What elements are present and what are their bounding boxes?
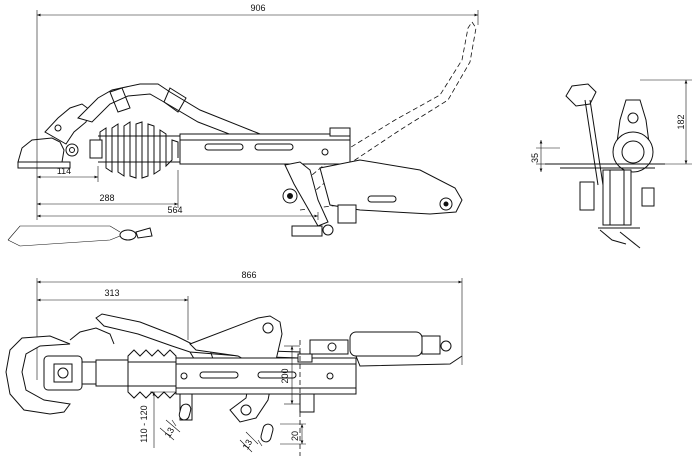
dimension-564: 564 <box>36 140 319 220</box>
brake-mechanism <box>282 159 463 237</box>
dim-906-label: 906 <box>250 3 265 13</box>
drawbar-housing-plan <box>175 353 357 421</box>
dim-200-label: 200 <box>280 368 290 383</box>
dimension-13-left: 13 <box>159 419 181 441</box>
bellows-plan <box>127 349 177 399</box>
dimension-20: 20 <box>280 423 306 445</box>
dim-35-label: 35 <box>530 153 540 163</box>
coupling-hoop <box>5 327 129 415</box>
dim-13a-label: 13 <box>163 426 177 440</box>
dimension-182: 182 <box>640 79 692 165</box>
dimension-110-120: 110 - 120 <box>139 391 176 448</box>
dim-564-label: 564 <box>167 205 182 215</box>
dimension-906: 906 <box>36 3 479 140</box>
dim-866-label: 866 <box>241 270 256 280</box>
dim-13b-label: 13 <box>241 438 255 452</box>
shock-absorber <box>309 331 463 367</box>
dimension-35: 35 <box>530 140 560 172</box>
dim-182-label: 182 <box>676 114 686 129</box>
end-view: 182 35 <box>530 79 692 249</box>
dim-110-120-label: 110 - 120 <box>139 405 149 442</box>
bellows <box>89 121 180 179</box>
dim-114-label: 114 <box>57 166 71 176</box>
dim-20-label: 20 <box>290 431 300 441</box>
dim-313-label: 313 <box>104 288 119 298</box>
plan-view: 866 313 <box>5 270 463 456</box>
dim-288-label: 288 <box>99 193 114 203</box>
dimension-200: 200 <box>280 345 300 405</box>
dimension-866: 866 <box>36 270 463 380</box>
dimension-114: 114 <box>37 166 99 182</box>
breakaway-cable <box>7 225 153 247</box>
coupling-head <box>17 103 91 169</box>
dimension-288: 288 <box>37 170 179 208</box>
dimension-13-right: 13 <box>239 431 259 453</box>
bolt-slots <box>171 403 274 447</box>
side-elevation-view: 906 <box>7 3 479 247</box>
dimension-313: 313 <box>37 288 189 340</box>
drawbar-housing <box>179 127 351 165</box>
